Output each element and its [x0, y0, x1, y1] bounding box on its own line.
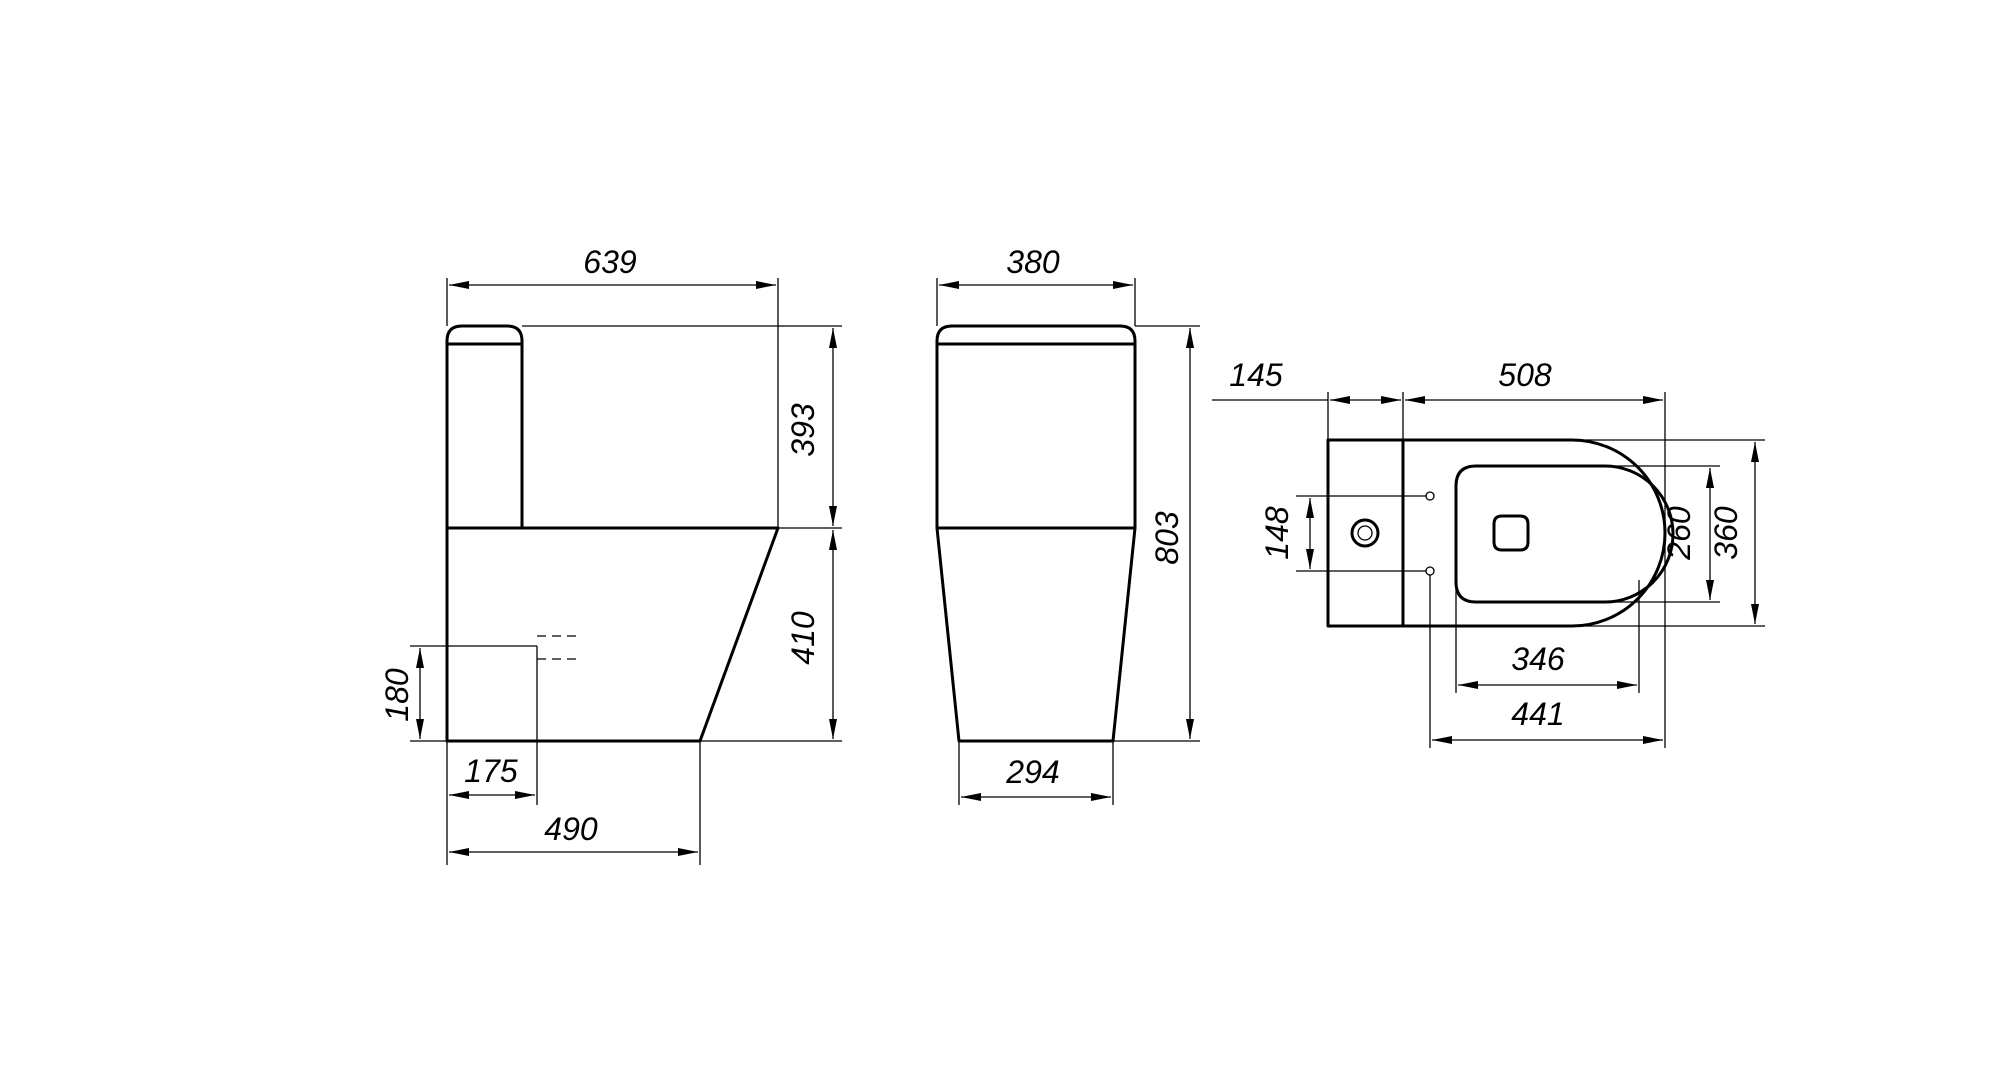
label-bowl-height: 410 [785, 611, 821, 665]
bolt-hole-icon [1425, 566, 1435, 576]
side-view: 639 393 410 180 175 490 [379, 244, 842, 865]
label-inlet-offset: 175 [464, 753, 518, 789]
label-tank-height: 393 [785, 403, 821, 457]
label-top-width: 380 [1006, 244, 1060, 280]
side-tank-lid [445, 324, 524, 528]
label-tank-depth: 145 [1229, 357, 1283, 393]
front-tank [935, 324, 1137, 530]
label-base-width: 294 [1005, 754, 1059, 790]
flush-button-icon [1350, 518, 1380, 548]
front-bowl [935, 526, 1137, 743]
label-bolt-spacing: 148 [1259, 506, 1295, 560]
label-bowl-length: 508 [1498, 357, 1552, 393]
label-overall-width: 360 [1708, 506, 1744, 560]
drain-icon [1492, 514, 1530, 552]
label-bowl-to-bolts: 441 [1511, 696, 1564, 732]
label-total-height: 803 [1149, 511, 1185, 565]
front-view: 380 803 294 [935, 244, 1200, 805]
top-tank [1326, 438, 1405, 628]
top-view: 145 508 148 260 360 346 441 [1212, 357, 1765, 748]
label-inlet-height: 180 [379, 668, 415, 722]
label-seat-inner-width: 260 [1661, 506, 1697, 561]
side-bowl [445, 526, 780, 743]
top-seat-opening [1454, 464, 1675, 604]
label-base-depth: 490 [544, 811, 598, 847]
label-seat-inner-length: 346 [1511, 641, 1565, 677]
flush-button-inner-icon [1357, 525, 1373, 541]
bolt-hole-icon [1425, 491, 1435, 501]
label-total-depth: 639 [583, 244, 637, 280]
